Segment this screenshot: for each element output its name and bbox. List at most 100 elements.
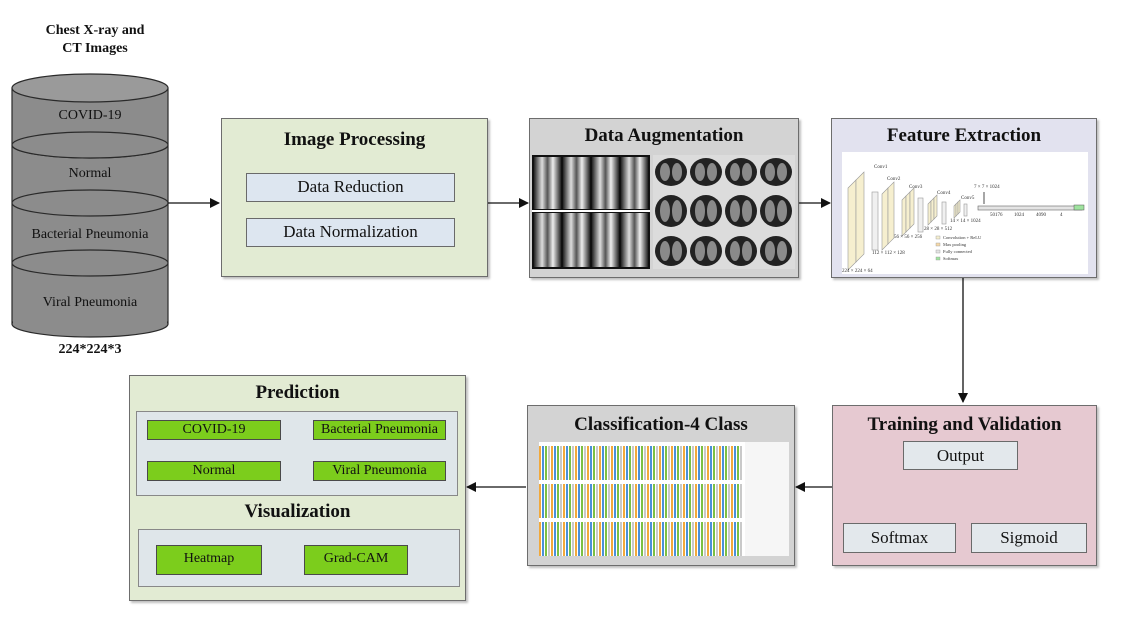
- result-bar: [611, 522, 613, 556]
- data-normalization-step: Data Normalization: [246, 218, 455, 247]
- result-bar: [716, 446, 718, 480]
- result-bar: [608, 522, 610, 556]
- result-bar: [554, 522, 556, 556]
- legend-label: Convolution + ReLU: [943, 235, 982, 240]
- result-bar: [701, 522, 703, 556]
- result-bar: [575, 446, 577, 480]
- result-bar: [665, 446, 667, 480]
- classification-title: Classification-4 Class: [574, 414, 748, 435]
- result-bar: [548, 446, 550, 480]
- result-bar: [662, 484, 664, 518]
- result-bar: [548, 484, 550, 518]
- result-bar: [722, 484, 724, 518]
- dim-label: 28 × 28 × 512: [924, 227, 953, 232]
- result-bar: [710, 446, 712, 480]
- result-bar: [593, 522, 595, 556]
- result-bar: [596, 446, 598, 480]
- result-bar: [560, 522, 562, 556]
- database-title-line1: Chest X-ray and: [45, 23, 145, 38]
- result-bar: [719, 446, 721, 480]
- result-bar: [545, 446, 547, 480]
- result-bar: [659, 446, 661, 480]
- result-bar: [584, 484, 586, 518]
- legend-label: Softmax: [943, 256, 959, 261]
- result-bar: [599, 446, 601, 480]
- legend-label: Max pooling: [943, 242, 967, 247]
- result-bar: [656, 522, 658, 556]
- result-bar: [611, 484, 613, 518]
- result-bar: [713, 522, 715, 556]
- result-bar: [551, 484, 553, 518]
- result-bar: [569, 522, 571, 556]
- result-bar: [680, 484, 682, 518]
- classification-results-table: [539, 442, 789, 556]
- result-bar: [725, 522, 727, 556]
- result-bar: [593, 484, 595, 518]
- result-bar: [680, 446, 682, 480]
- result-bar: [572, 522, 574, 556]
- database-title-line2: CT Images: [62, 41, 128, 56]
- result-bar: [686, 484, 688, 518]
- output-node: Output: [903, 441, 1018, 470]
- result-bar: [704, 522, 706, 556]
- result-bar: [578, 522, 580, 556]
- result-bar: [701, 484, 703, 518]
- layer-label: Conv2: [887, 177, 901, 182]
- training-validation-title: Training and Validation: [867, 414, 1062, 435]
- image-processing-panel: Image Processing Data Reduction Data Nor…: [221, 118, 488, 277]
- result-bar: [599, 484, 601, 518]
- result-bar: [638, 522, 640, 556]
- result-bar: [647, 484, 649, 518]
- result-bar: [671, 484, 673, 518]
- result-bar: [635, 484, 637, 518]
- visualization-title: Visualization: [244, 501, 351, 522]
- result-bar: [722, 446, 724, 480]
- result-bar: [686, 446, 688, 480]
- result-bar: [734, 484, 736, 518]
- layer-label: Conv3: [909, 185, 923, 190]
- heatmap-method: Heatmap: [156, 545, 262, 575]
- result-bar: [662, 446, 664, 480]
- result-bar: [701, 446, 703, 480]
- result-bar: [572, 484, 574, 518]
- result-bar: [641, 484, 643, 518]
- layer-label: Conv5: [961, 196, 975, 201]
- result-bar: [674, 522, 676, 556]
- result-bar: [629, 522, 631, 556]
- layer-label: Conv1: [874, 165, 888, 170]
- result-bar: [656, 446, 658, 480]
- result-bar: [566, 446, 568, 480]
- vgg-architecture-diagram: Conv1 Conv2 Conv3 Conv4 Conv5 224 × 224 …: [842, 152, 1088, 274]
- result-bar: [641, 522, 643, 556]
- result-bar: [560, 446, 562, 480]
- result-bar: [545, 522, 547, 556]
- fc-value: 1024: [1014, 213, 1025, 218]
- result-bar: [587, 484, 589, 518]
- result-bar: [740, 446, 742, 480]
- result-bar: [596, 522, 598, 556]
- result-bar: [695, 484, 697, 518]
- result-bar: [602, 484, 604, 518]
- result-bar: [698, 522, 700, 556]
- result-bar: [728, 446, 730, 480]
- result-bar: [689, 484, 691, 518]
- result-bar: [650, 522, 652, 556]
- result-bar: [554, 484, 556, 518]
- result-bar: [674, 484, 676, 518]
- result-bar: [692, 522, 694, 556]
- dim-label: 224 × 224 × 64: [842, 269, 873, 274]
- sigmoid-node: Sigmoid: [971, 523, 1087, 553]
- result-bar: [596, 484, 598, 518]
- dim-label: 112 × 112 × 128: [872, 251, 905, 256]
- data-reduction-step: Data Reduction: [246, 173, 455, 202]
- result-bar: [734, 522, 736, 556]
- result-bar: [557, 484, 559, 518]
- result-bar: [719, 484, 721, 518]
- dim-label: 7 × 7 × 1024: [974, 185, 1000, 190]
- result-bar: [644, 484, 646, 518]
- result-bar: [671, 522, 673, 556]
- data-augmentation-title: Data Augmentation: [584, 125, 744, 146]
- result-bar: [632, 484, 634, 518]
- xray-augmentation-image: [532, 155, 650, 269]
- result-bar: [608, 484, 610, 518]
